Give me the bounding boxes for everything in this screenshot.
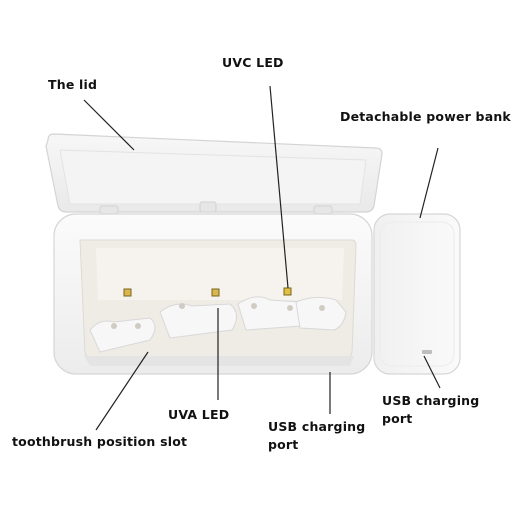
leader-power-bank [419, 147, 439, 219]
label-usb-port-bank: USB charging port [382, 393, 480, 426]
label-power-bank: Detachable power bank [340, 109, 511, 124]
leader-lid [83, 99, 135, 151]
lid [45, 133, 383, 215]
leader-lines [83, 85, 441, 431]
leader-toothbrush [95, 351, 149, 431]
label-lid: The lid [48, 77, 98, 92]
leader-uvc [269, 85, 289, 289]
label-uva-led: UVA LED [168, 407, 230, 422]
uva-led-left [123, 288, 132, 297]
leader-usb-bank [423, 355, 441, 389]
label-toothbrush-slot: toothbrush position slot [12, 434, 188, 449]
uvc-led [283, 287, 292, 296]
bank-usb-port [422, 350, 432, 354]
uva-led-middle [211, 288, 220, 297]
label-uvc-led: UVC LED [222, 55, 284, 70]
label-usb-port-main: USB charging port [268, 419, 366, 452]
power-bank [373, 213, 461, 375]
